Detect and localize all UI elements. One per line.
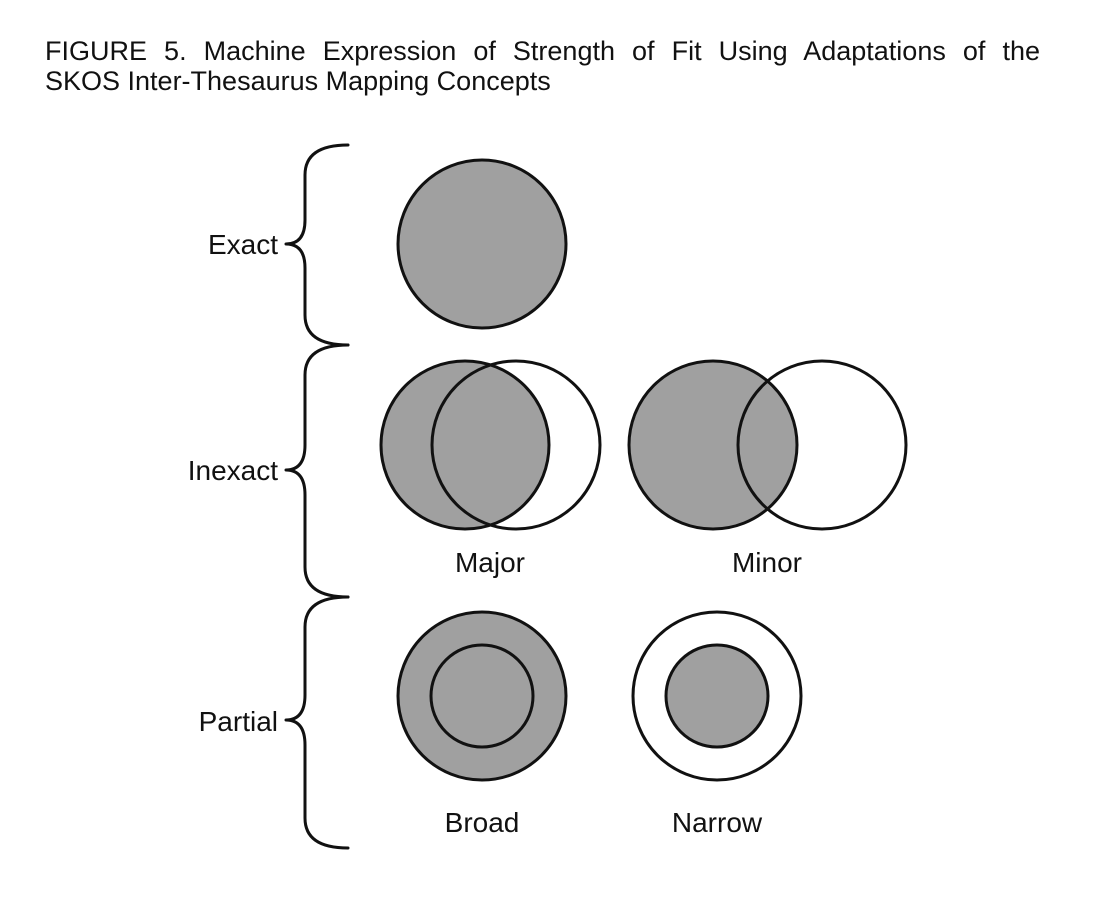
minor-circle-right [736, 359, 908, 531]
brace-inexact [284, 343, 350, 599]
variant-label-major: Major [455, 547, 525, 578]
major-circle-left-outline [379, 359, 551, 531]
group-label-inexact: Inexact [188, 455, 278, 486]
major-overlap-region [431, 365, 549, 525]
minor-symbol [627, 359, 908, 531]
brace-partial [284, 595, 350, 850]
caption-line-1: FIGURE 5. Machine Expression of Strength… [45, 36, 1040, 66]
variant-label-minor: Minor [732, 547, 802, 578]
minor-circle-left [627, 359, 799, 531]
variant-label-narrow: Narrow [672, 807, 763, 838]
broad-symbol [396, 610, 568, 782]
figure-caption: FIGURE 5. Machine Expression of Strength… [45, 36, 1040, 96]
exact-symbol [396, 158, 568, 330]
group-label-partial: Partial [199, 706, 278, 737]
narrow-symbol [631, 610, 803, 782]
group-label-exact: Exact [208, 229, 278, 260]
variant-label-broad: Broad [445, 807, 520, 838]
major-symbol [379, 359, 602, 531]
broad-inner-circle [429, 643, 535, 749]
exact-circle [396, 158, 568, 330]
braces [284, 143, 350, 850]
caption-line-2: SKOS Inter-Thesaurus Mapping Concepts [45, 66, 551, 96]
brace-exact [284, 143, 350, 347]
narrow-inner-circle [664, 643, 770, 749]
major-circle-right [430, 359, 602, 531]
